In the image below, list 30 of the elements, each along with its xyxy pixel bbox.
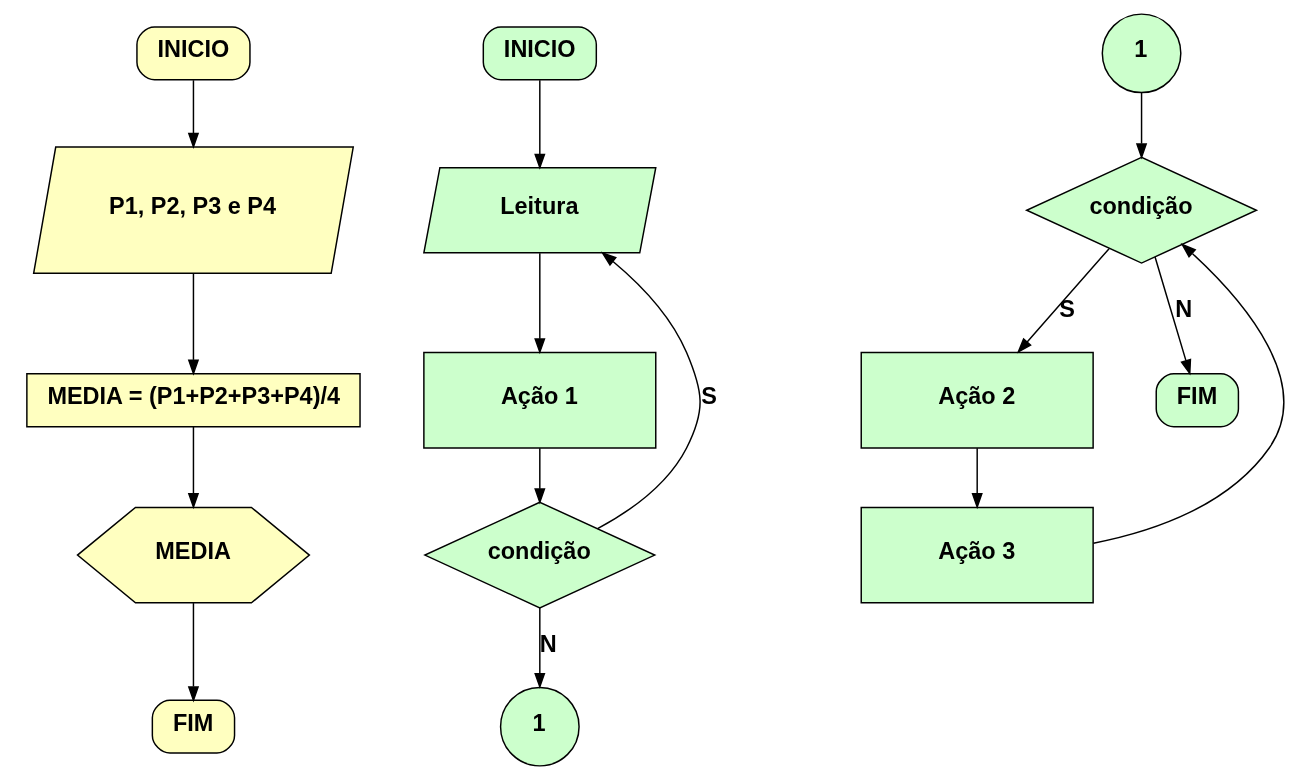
node-box: FIM — [1155, 373, 1239, 428]
node-circle: 1 — [1101, 13, 1182, 94]
arrow — [971, 447, 983, 510]
arrow — [1135, 92, 1147, 160]
arrow — [187, 272, 199, 376]
node-box: Ação 3 — [860, 506, 1094, 604]
node-box: INICIO — [135, 26, 251, 81]
edge-label: N — [539, 630, 557, 657]
arrow — [1016, 247, 1110, 354]
node-box: INICIO — [482, 26, 597, 81]
arrow — [187, 426, 199, 510]
edge-label: N — [1174, 296, 1192, 323]
node-box: Ação 1 — [422, 351, 656, 449]
node-box: FIM — [151, 699, 235, 754]
arrow — [533, 607, 545, 690]
node-circle: 1 — [499, 686, 580, 767]
edge-label: S — [700, 383, 717, 410]
arrow — [1153, 256, 1191, 376]
node-diamond: condição — [422, 501, 656, 609]
arrow — [533, 447, 545, 505]
arrow — [187, 79, 199, 149]
arrow — [1092, 242, 1284, 544]
arrow — [596, 251, 701, 530]
arrow — [187, 602, 199, 703]
arrow — [533, 252, 545, 355]
node-diamond: condição — [1024, 156, 1258, 264]
edge-label: S — [1058, 296, 1075, 323]
node-box: Ação 2 — [860, 351, 1094, 449]
node-box: MEDIA = (P1+P2+P3+P4)/4 — [25, 373, 361, 428]
arrow — [533, 79, 545, 170]
